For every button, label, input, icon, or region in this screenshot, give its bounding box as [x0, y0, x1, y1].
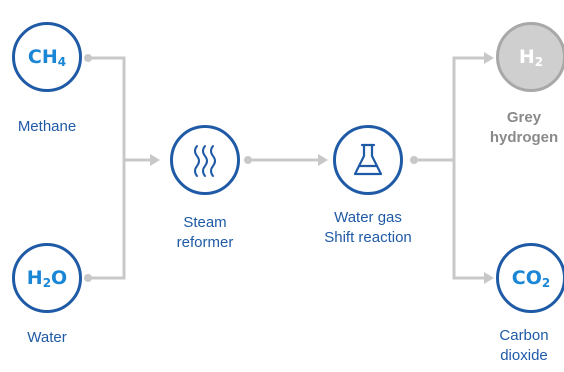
arrow-to-co2: [484, 272, 494, 284]
water-gas-shift-label: Water gas Shift reaction: [324, 209, 412, 246]
carbon-dioxide-node: CO2: [496, 243, 564, 313]
steam-reformer-node: [170, 125, 240, 195]
co2-formula: CO2: [511, 266, 551, 290]
split-line: [452, 56, 484, 280]
water-node: H2O: [12, 243, 82, 313]
shift-dot: [410, 156, 418, 164]
methane-label: Methane: [17, 118, 77, 135]
water-gas-shift-node: [333, 125, 403, 195]
flask-icon: [353, 143, 383, 176]
merge-line: [88, 56, 126, 280]
arrow-to-hydrogen: [484, 52, 494, 64]
hydrogen-formula: H2: [518, 45, 544, 69]
arrow-to-reformer: [150, 154, 160, 166]
grey-hydrogen-label: Grey hydrogen: [489, 109, 559, 146]
steam-reformer-label: Steam reformer: [176, 214, 234, 251]
methane-node: CH4: [12, 22, 82, 92]
carbon-dioxide-label: Carbon dioxide: [499, 327, 549, 364]
methane-dot: [84, 54, 92, 62]
steam-icon: [194, 145, 216, 177]
methane-formula: CH4: [27, 45, 67, 69]
reformer-dot: [244, 156, 252, 164]
arrow-to-shift: [318, 154, 328, 166]
water-formula: H2O: [26, 266, 68, 290]
water-dot: [84, 274, 92, 282]
water-label: Water: [27, 329, 67, 346]
grey-hydrogen-node: H2: [496, 22, 564, 92]
